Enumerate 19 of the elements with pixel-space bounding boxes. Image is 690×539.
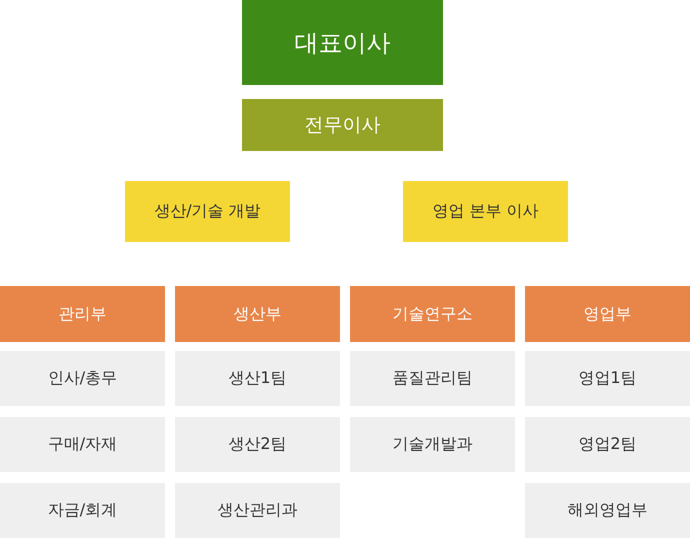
department-box: 관리부	[0, 286, 165, 342]
department-box: 생산부	[175, 286, 340, 342]
executive-box: 대표이사	[242, 0, 443, 85]
team-box: 생산관리과	[175, 483, 340, 538]
department-box: 기술연구소	[350, 286, 515, 342]
executive-box: 전무이사	[242, 99, 443, 151]
team-box: 영업1팀	[525, 351, 690, 406]
team-box: 기술개발과	[350, 417, 515, 472]
team-box: 생산2팀	[175, 417, 340, 472]
team-box: 해외영업부	[525, 483, 690, 538]
team-box: 생산1팀	[175, 351, 340, 406]
team-box: 구매/자재	[0, 417, 165, 472]
team-box: 품질관리팀	[350, 351, 515, 406]
team-box: 인사/총무	[0, 351, 165, 406]
team-box: 영업2팀	[525, 417, 690, 472]
team-box: 자금/회계	[0, 483, 165, 538]
department-box: 영업부	[525, 286, 690, 342]
director-box: 영업 본부 이사	[403, 181, 568, 242]
director-box: 생산/기술 개발	[125, 181, 290, 242]
